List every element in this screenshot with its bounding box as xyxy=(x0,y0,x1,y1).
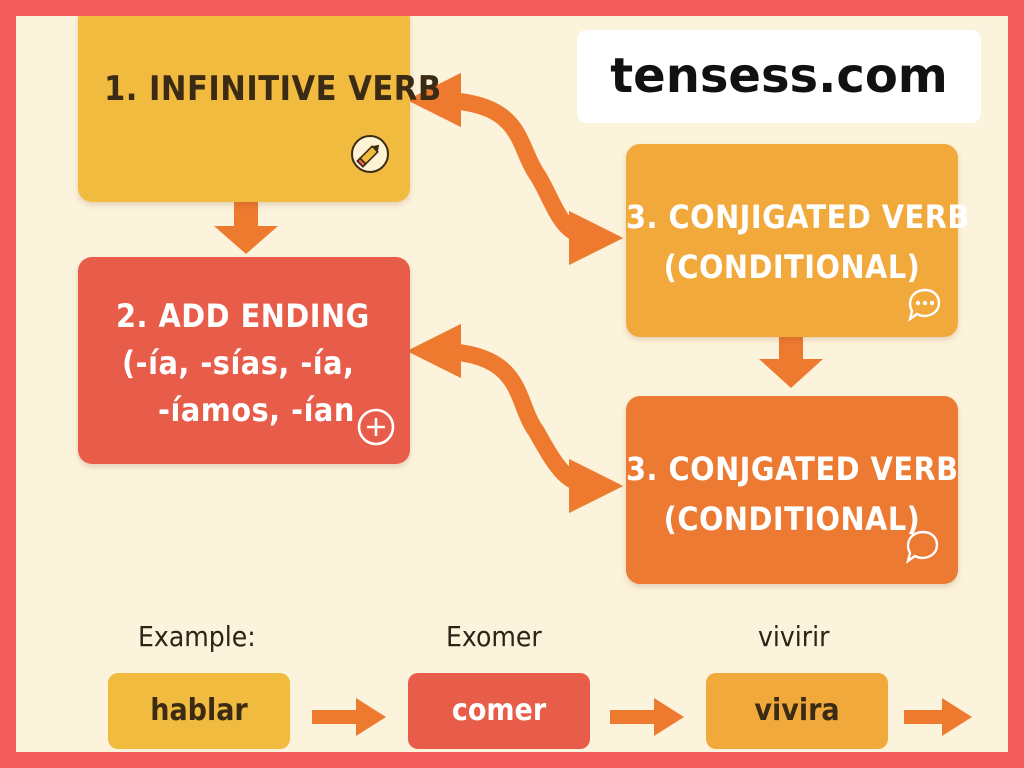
arrow-infinitive-to-ending xyxy=(214,202,278,254)
example-pill-hablar: hablar xyxy=(108,673,290,749)
conjugated-bottom-line-2: (CONDITIONAL) xyxy=(663,500,921,538)
watermark: tensess.com xyxy=(577,30,981,123)
plus-circle-icon xyxy=(357,408,395,446)
diagram-canvas: 1. INFINITIVE VERB 2. ADD ENDING (-ía, -… xyxy=(16,16,1008,752)
example-pill-comer: comer xyxy=(408,673,590,749)
watermark-text: tensess.com xyxy=(610,48,948,104)
arrows-layer xyxy=(214,72,972,736)
conjugated-bottom-line-1: 3. CONJGATED VERB xyxy=(626,450,959,488)
conjugated-verb-box-bottom: 3. CONJGATED VERB (CONDITIONAL) xyxy=(626,396,958,584)
speech-bubble-icon xyxy=(906,530,939,564)
add-ending-line-3: -íamos, -ían xyxy=(158,391,355,429)
conjugated-top-line-2: (CONDITIONAL) xyxy=(663,248,921,286)
example-label-exomer: Exomer xyxy=(446,620,542,653)
add-ending-title: 2. ADD ENDING xyxy=(116,297,370,335)
arrow-example-3 xyxy=(904,698,972,736)
arrow-ending-to-conjugated xyxy=(406,323,624,514)
example-pill-vivira: vivira xyxy=(706,673,888,749)
infinitive-verb-label: 1. INFINITIVE VERB xyxy=(104,69,442,109)
conjugated-verb-box-top: 3. CONJIGATED VERB (CONDITIONAL) xyxy=(626,144,970,337)
speech-bubble-icon xyxy=(908,288,941,322)
example-heading: Example: xyxy=(138,620,256,653)
arrow-conjugated-down xyxy=(759,337,823,388)
add-ending-line-2: (-ía, -sías, -ía, xyxy=(122,344,355,382)
pencil-icon xyxy=(351,135,389,173)
add-ending-box: 2. ADD ENDING (-ía, -sías, -ía, -íamos, … xyxy=(78,257,410,464)
arrow-example-1 xyxy=(312,698,386,736)
conjugated-top-line-1: 3. CONJIGATED VERB xyxy=(626,198,970,236)
arrow-infinitive-to-conjugated xyxy=(406,72,624,266)
example-label-vivirir: vivirir xyxy=(758,620,830,653)
arrow-example-2 xyxy=(610,698,684,736)
infinitive-verb-box: 1. INFINITIVE VERB xyxy=(78,16,441,202)
